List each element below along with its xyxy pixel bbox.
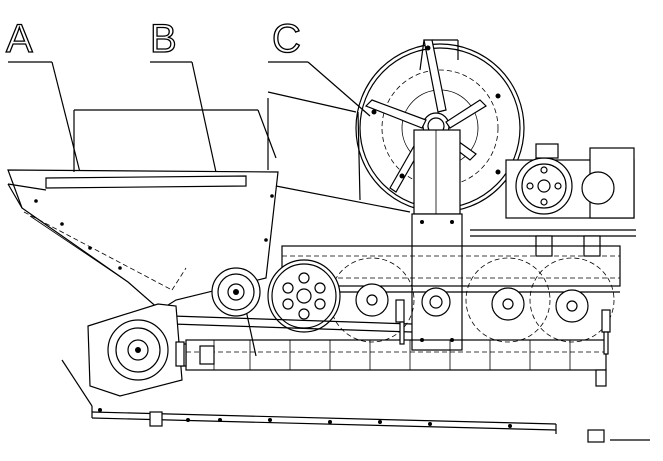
leader-line-c — [268, 61, 371, 117]
conveyor — [270, 245, 621, 343]
bottom-left-motor — [87, 303, 185, 397]
adjusting-screws — [395, 299, 611, 387]
base-frame — [61, 359, 650, 443]
label-c: C — [272, 17, 301, 61]
hopper-a — [7, 98, 279, 311]
large-pulley — [267, 259, 341, 333]
label-b: B — [150, 17, 177, 61]
upper-housing — [267, 91, 411, 213]
vertical-column — [411, 129, 463, 351]
frame-rivets — [98, 408, 512, 428]
screw-conveyor-b — [171, 315, 607, 371]
label-a: A — [6, 17, 33, 61]
motor-unit — [470, 143, 636, 257]
small-pulley — [211, 267, 261, 317]
